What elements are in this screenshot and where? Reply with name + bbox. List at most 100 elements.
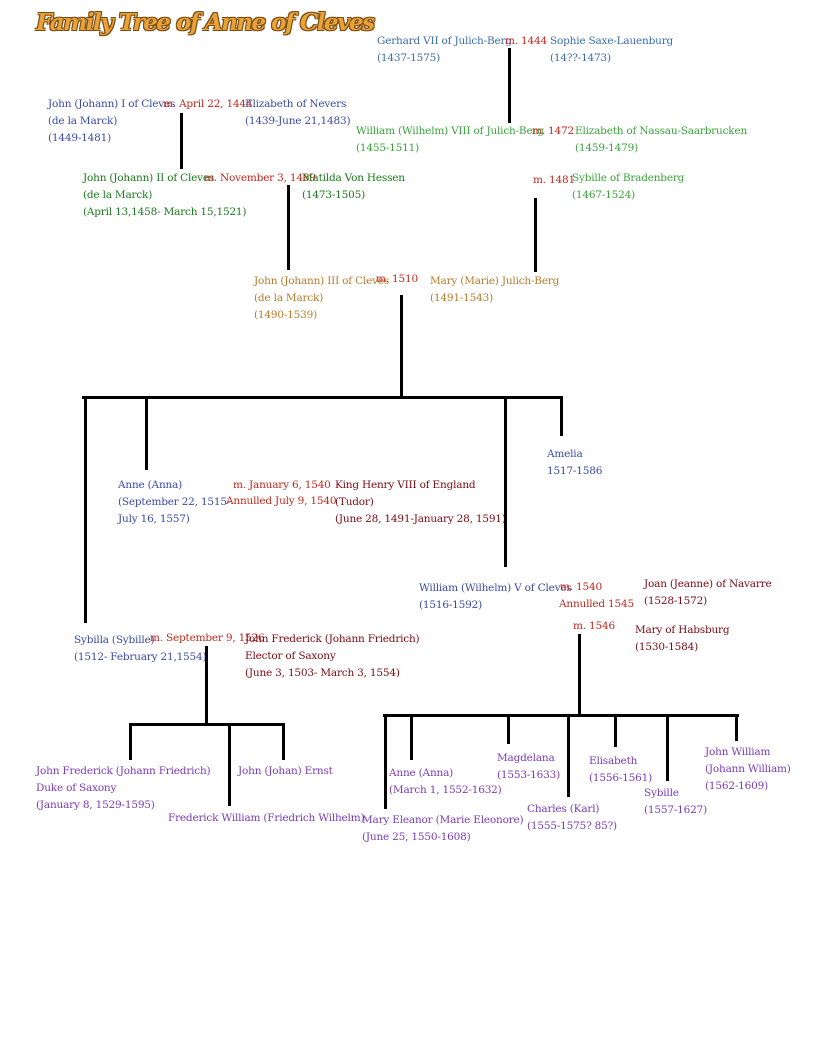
- person-name: Anne (Anna): [389, 767, 454, 779]
- person-dates: (January 8, 1529-1595): [36, 799, 155, 811]
- person-name: Mary (Marie) Julich-Berg: [430, 275, 560, 287]
- person-name: Amelia: [547, 448, 583, 460]
- connector-line: [534, 198, 537, 272]
- person-name: John Frederick (Johann Friedrich): [245, 633, 420, 645]
- person-sophie: Sophie Saxe-Lauenburg (14??-1473): [550, 33, 673, 67]
- connector-line: [578, 634, 581, 715]
- person-matilda: Matilda Von Hessen (1473-1505): [302, 170, 405, 204]
- person-dates: (1437-1575): [377, 52, 440, 64]
- marriage-label: m. 1444: [505, 35, 547, 47]
- person-elizabeth-nassau: Elizabeth of Nassau-Saarbrucken (1459-14…: [575, 123, 747, 157]
- person-dates: (1473-1505): [302, 189, 365, 201]
- person-name: William (Wilhelm) VIII of Julich-Berg: [356, 125, 544, 137]
- person-john-iii: John (Johann) III of Cleves (de la Marck…: [254, 273, 389, 324]
- person-john-frederick-duke: John Frederick (Johann Friedrich) Duke o…: [36, 763, 211, 814]
- person-john-ernst: John (Johan) Ernst: [238, 765, 333, 777]
- person-name: Matilda Von Hessen: [302, 172, 405, 184]
- person-name: Mary of Habsburg: [635, 624, 730, 636]
- person-title: Duke of Saxony: [36, 782, 117, 794]
- person-mary-habsburg: Mary of Habsburg (1530-1584): [635, 622, 730, 656]
- person-john-ii: John (Johann) II of Cleves (de la Marck)…: [83, 170, 247, 221]
- person-house: (de la Marck): [83, 189, 153, 201]
- person-sybille-brandenburg: Sybille of Bradenberg (1467-1524): [572, 170, 684, 204]
- marriage-label: m. 1472: [532, 125, 574, 137]
- person-william-viii: William (Wilhelm) VIII of Julich-Berg (1…: [356, 123, 544, 157]
- person-name: Elizabeth of Nassau-Saarbrucken: [575, 125, 748, 137]
- connector-line: [287, 185, 290, 270]
- annulment-label: Annulled July 9, 1540: [226, 495, 337, 507]
- person-dates: (1553-1633): [497, 769, 560, 781]
- person-dates: (September 22, 1515-: [118, 496, 231, 508]
- connector-line: [180, 113, 183, 169]
- person-charles: Charles (Karl) (1555-1575? 85?): [527, 801, 617, 835]
- connector-line: [145, 396, 148, 470]
- person-anne-2: Anne (Anna) (March 1, 1552-1632): [389, 765, 502, 799]
- marriage-label: m. 1540: [560, 581, 602, 593]
- person-title: Elector of Saxony: [245, 650, 336, 662]
- person-dates: (April 13,1458- March 15,1521): [83, 206, 247, 218]
- person-name: Joan (Jeanne) of Navarre: [644, 578, 772, 590]
- person-dates: (1467-1524): [572, 189, 635, 201]
- connector-line: [205, 646, 208, 724]
- person-name: King Henry VIII of England: [335, 479, 476, 491]
- person-dates: (1556-1561): [589, 772, 652, 784]
- person-name: John (Johann) III of Cleves: [254, 275, 390, 287]
- person-name: John William: [705, 746, 771, 758]
- person-henry-viii: King Henry VIII of England (Tudor) (June…: [335, 477, 506, 528]
- person-name: Sybille of Bradenberg: [572, 172, 685, 184]
- person-dates: (1491-1543): [430, 292, 493, 304]
- person-house: (Tudor): [335, 496, 374, 508]
- person-gerhard: Gerhard VII of Julich-Berg (1437-1575): [377, 33, 512, 67]
- person-name: John Frederick (Johann Friedrich): [36, 765, 211, 777]
- connector-line: [735, 714, 738, 741]
- person-john-i: John (Johann) I of Cleves (de la Marck) …: [48, 96, 175, 147]
- person-dates: (1562-1609): [705, 780, 768, 792]
- person-dates: July 16, 1557): [118, 513, 190, 525]
- person-mary-eleanor: Mary Eleanor (Marie Eleonore) (June 25, …: [362, 812, 524, 846]
- person-name: Sophie Saxe-Lauenburg: [550, 35, 674, 47]
- person-house: (de la Marck): [254, 292, 324, 304]
- person-dates: (1528-1572): [644, 595, 707, 607]
- person-joan-navarre: Joan (Jeanne) of Navarre (1528-1572): [644, 576, 772, 610]
- person-elizabeth-nevers: Elizabeth of Nevers (1439-June 21,1483): [245, 96, 351, 130]
- marriage-label: m. 1510: [376, 273, 418, 285]
- marriage-label: m. January 6, 1540: [233, 479, 331, 491]
- person-dates: (1449-1481): [48, 132, 111, 144]
- sibling-bar: [82, 396, 563, 399]
- connector-line: [666, 714, 669, 781]
- person-john-frederick-elector: John Frederick (Johann Friedrich) Electo…: [245, 631, 420, 682]
- person-dates: 1517-1586: [547, 465, 603, 477]
- person-william-v: William (Wilhelm) V of Cleves (1516-1592…: [419, 580, 572, 614]
- person-name: Sybilla (Sybille): [74, 634, 155, 646]
- connector-line: [504, 396, 507, 567]
- connector-line: [614, 714, 617, 747]
- person-frederick-william: Frederick William (Friedrich Wilhelm): [168, 812, 365, 824]
- person-dates: (June 25, 1550-1608): [362, 831, 471, 843]
- person-name: Elizabeth of Nevers: [245, 98, 347, 110]
- page-title: Family Tree of Anne of Cleves: [36, 9, 375, 36]
- connector-line: [507, 714, 510, 744]
- connector-line: [560, 396, 563, 436]
- marriage-label: m. 1546: [573, 620, 615, 632]
- person-magdelana: Magdelana (1553-1633): [497, 750, 560, 784]
- person-name: Gerhard VII of Julich-Berg: [377, 35, 512, 47]
- person-alt-name: (Johann William): [705, 763, 791, 775]
- person-sybilla: Sybilla (Sybille) (1512- February 21,155…: [74, 632, 207, 666]
- person-dates: (1516-1592): [419, 599, 482, 611]
- sibling-bar: [129, 723, 285, 726]
- person-dates: (March 1, 1552-1632): [389, 784, 502, 796]
- connector-line: [567, 714, 570, 797]
- person-name: Anne (Anna): [118, 479, 183, 491]
- person-dates: (1455-1511): [356, 142, 419, 154]
- person-dates: (June 28, 1491-January 28, 1591): [335, 513, 506, 525]
- person-name: Elisabeth: [589, 755, 638, 767]
- connector-line: [508, 48, 511, 123]
- person-amelia: Amelia 1517-1586: [547, 446, 602, 480]
- person-dates: (1530-1584): [635, 641, 698, 653]
- person-house: (de la Marck): [48, 115, 118, 127]
- sibling-bar: [383, 714, 739, 717]
- person-dates: (1459-1479): [575, 142, 638, 154]
- connector-line: [410, 714, 413, 760]
- person-dates: (1490-1539): [254, 309, 317, 321]
- person-name: Magdelana: [497, 752, 555, 764]
